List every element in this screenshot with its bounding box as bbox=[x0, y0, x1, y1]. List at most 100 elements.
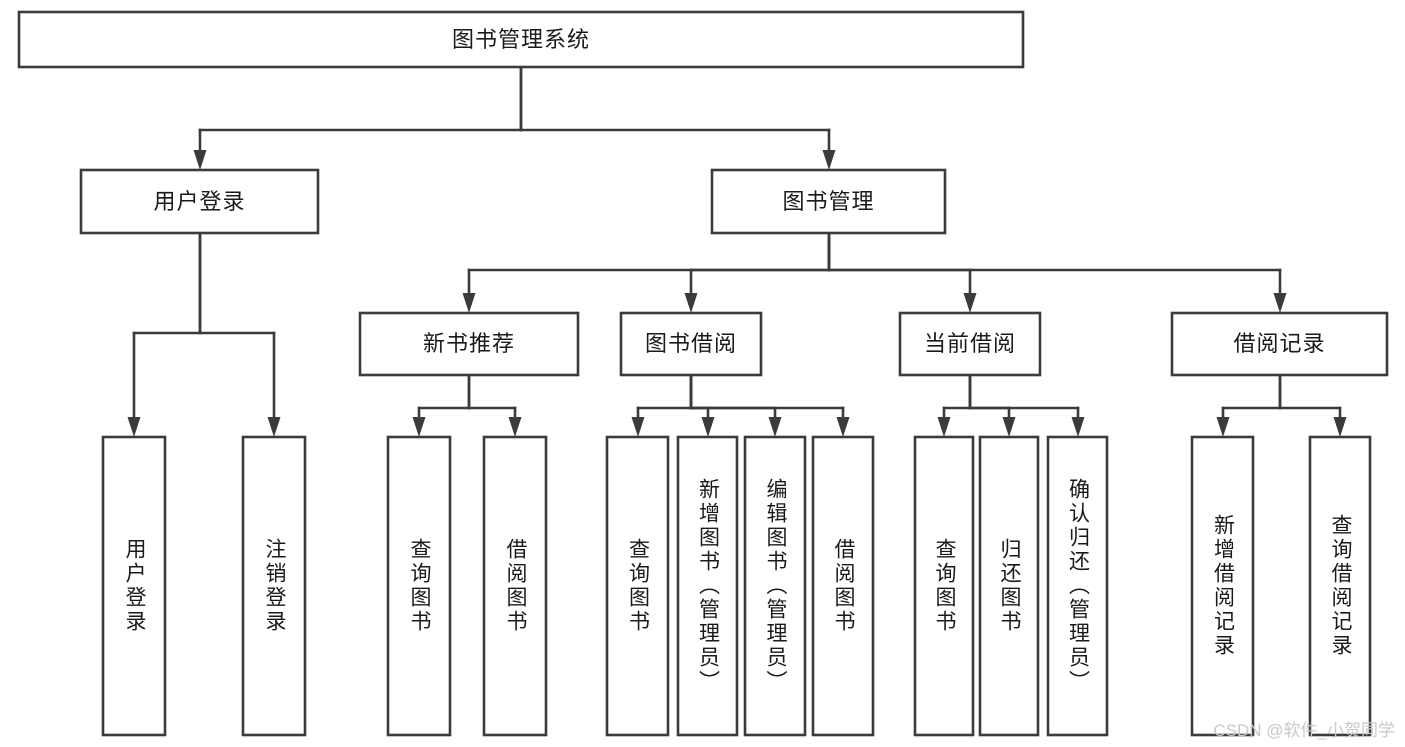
connector-book-manage-to-book-borrow bbox=[684, 231, 831, 313]
connector-layer bbox=[127, 65, 1347, 437]
node-box[interactable] bbox=[101, 435, 167, 737]
node-box[interactable] bbox=[1308, 435, 1372, 737]
node-box[interactable] bbox=[710, 168, 947, 235]
connector-root-to-book-manage bbox=[519, 65, 836, 170]
node-box[interactable] bbox=[743, 435, 807, 737]
node-label-wrap: 用户登录 bbox=[123, 538, 146, 634]
node-borrow-record[interactable] bbox=[1170, 311, 1389, 377]
arrow-head-icon bbox=[1071, 417, 1085, 437]
node-label: 查询图书 bbox=[408, 538, 432, 634]
node-label: 新增借阅记录 bbox=[1211, 514, 1235, 658]
arrow-head-icon bbox=[822, 150, 836, 170]
node-layer: 图书管理系统用户登录图书管理新书推荐图书借阅当前借阅借阅记录用户登录注销登录查询… bbox=[17, 10, 1389, 737]
node-user-login[interactable] bbox=[79, 168, 320, 235]
connector-book-manage-to-current-borrow bbox=[827, 231, 977, 313]
node-label-wrap: 查询图书 bbox=[408, 538, 432, 634]
node-label-wrap: 编辑图书（管理员） bbox=[764, 478, 788, 694]
arrow-head-icon bbox=[937, 417, 951, 437]
arrow-head-icon bbox=[631, 417, 645, 437]
node-leaf-add-book[interactable] bbox=[676, 435, 739, 737]
node-label-wrap: 归还图书 bbox=[998, 538, 1022, 634]
arrow-head-icon bbox=[127, 417, 141, 437]
node-label: 图书管理 bbox=[782, 188, 875, 214]
node-label-wrap: 图书管理 bbox=[782, 188, 875, 214]
node-label-wrap: 新增图书（管理员） bbox=[697, 478, 720, 694]
node-leaf-borrow-book-1[interactable] bbox=[482, 435, 548, 737]
node-leaf-confirm-return[interactable] bbox=[1046, 435, 1109, 737]
node-box[interactable] bbox=[1046, 435, 1109, 737]
node-box[interactable] bbox=[913, 435, 975, 737]
node-leaf-logout[interactable] bbox=[241, 435, 307, 737]
node-leaf-return-book[interactable] bbox=[978, 435, 1040, 737]
node-label-wrap: 图书借阅 bbox=[644, 331, 737, 357]
node-label: 归还图书 bbox=[998, 538, 1022, 634]
connector-user-login-to-leaf-logout bbox=[198, 231, 281, 437]
arrow-head-icon bbox=[963, 293, 977, 313]
connector-current-borrow-to-leaf-query-book-3 bbox=[937, 373, 972, 437]
connector-user-login-to-leaf-user-login bbox=[127, 231, 202, 437]
node-box[interactable] bbox=[811, 435, 875, 737]
arrow-head-icon bbox=[193, 150, 207, 170]
node-box[interactable] bbox=[1170, 311, 1389, 377]
node-label: 借阅记录 bbox=[1233, 331, 1326, 357]
node-label: 图书管理系统 bbox=[451, 26, 590, 52]
connector-book-borrow-to-leaf-borrow-book-2 bbox=[689, 373, 850, 437]
connector-book-borrow-to-leaf-query-book-2 bbox=[631, 373, 693, 437]
arrow-head-icon bbox=[1273, 293, 1287, 313]
arrow-head-icon bbox=[768, 417, 782, 437]
node-new-book-rec[interactable] bbox=[358, 311, 580, 377]
node-box[interactable] bbox=[676, 435, 739, 737]
node-box[interactable] bbox=[619, 311, 763, 377]
node-box[interactable] bbox=[1190, 435, 1255, 737]
node-leaf-query-book-3[interactable] bbox=[913, 435, 975, 737]
node-leaf-edit-book[interactable] bbox=[743, 435, 807, 737]
node-label: 新书推荐 bbox=[422, 331, 515, 357]
node-box[interactable] bbox=[605, 435, 670, 737]
node-label-wrap: 借阅记录 bbox=[1233, 331, 1326, 357]
arrow-head-icon bbox=[1333, 417, 1347, 437]
arrow-head-icon bbox=[701, 417, 715, 437]
node-leaf-user-login[interactable] bbox=[101, 435, 167, 737]
node-label: 借阅图书 bbox=[832, 538, 856, 634]
node-label-wrap: 借阅图书 bbox=[504, 538, 527, 634]
node-label-wrap: 查询借阅记录 bbox=[1329, 514, 1352, 658]
node-box[interactable] bbox=[386, 435, 452, 737]
node-label-wrap: 查询图书 bbox=[933, 538, 956, 634]
node-box[interactable] bbox=[17, 10, 1025, 69]
node-leaf-add-record[interactable] bbox=[1190, 435, 1255, 737]
arrow-head-icon bbox=[1216, 417, 1230, 437]
node-label: 注销登录 bbox=[263, 538, 287, 634]
node-label: 编辑图书（管理员） bbox=[764, 478, 788, 694]
connector-new-book-rec-to-leaf-borrow-book-1 bbox=[467, 373, 522, 437]
node-leaf-query-book-1[interactable] bbox=[386, 435, 452, 737]
node-box[interactable] bbox=[241, 435, 307, 737]
node-box[interactable] bbox=[482, 435, 548, 737]
node-leaf-borrow-book-2[interactable] bbox=[811, 435, 875, 737]
node-leaf-query-book-2[interactable] bbox=[605, 435, 670, 737]
node-label-wrap: 用户登录 bbox=[153, 188, 246, 214]
node-leaf-query-record[interactable] bbox=[1308, 435, 1372, 737]
node-label: 当前借阅 bbox=[923, 331, 1016, 357]
arrow-head-icon bbox=[462, 293, 476, 313]
node-current-borrow[interactable] bbox=[898, 311, 1042, 377]
node-box[interactable] bbox=[358, 311, 580, 377]
node-box[interactable] bbox=[898, 311, 1042, 377]
node-label-wrap: 查询图书 bbox=[627, 538, 650, 634]
node-box[interactable] bbox=[79, 168, 320, 235]
node-label: 图书借阅 bbox=[644, 331, 737, 357]
node-book-borrow[interactable] bbox=[619, 311, 763, 377]
node-label-wrap: 新增借阅记录 bbox=[1211, 514, 1235, 658]
node-root[interactable] bbox=[17, 10, 1025, 69]
node-box[interactable] bbox=[978, 435, 1040, 737]
arrow-head-icon bbox=[267, 417, 281, 437]
connector-book-borrow-to-leaf-edit-book bbox=[689, 373, 782, 437]
node-label-wrap: 新书推荐 bbox=[422, 331, 515, 357]
arrow-head-icon bbox=[1002, 417, 1016, 437]
connector-book-borrow-to-leaf-add-book bbox=[689, 373, 715, 437]
node-book-manage[interactable] bbox=[710, 168, 947, 235]
node-label: 用户登录 bbox=[153, 188, 246, 214]
connector-current-borrow-to-leaf-return-book bbox=[968, 373, 1016, 437]
node-label-wrap: 图书管理系统 bbox=[451, 26, 590, 52]
